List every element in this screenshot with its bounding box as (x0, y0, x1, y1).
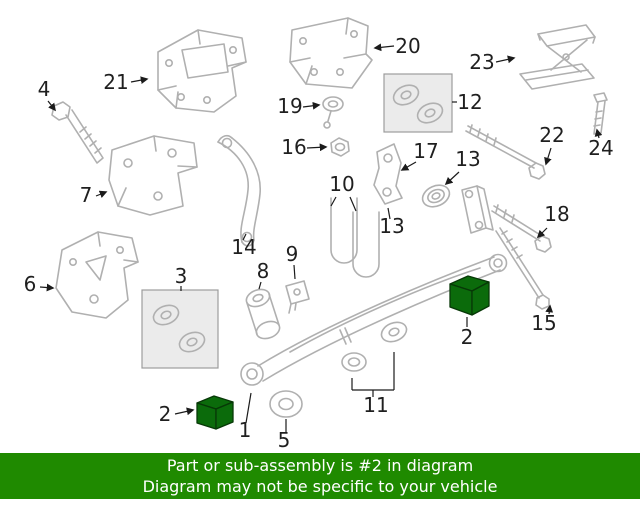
notice-line-2: Diagram may not be specific to your vehi… (142, 477, 498, 496)
callout-8: 8 (257, 259, 270, 283)
part-19-grommet (322, 96, 344, 129)
callout-19: 19 (277, 94, 302, 118)
callout-4: 4 (38, 77, 51, 101)
parts-diagram-figure: 21 4 20 23 19 12 16 7 17 13 13 22 24 18 … (24, 17, 614, 452)
callout-23: 23 (469, 50, 494, 74)
part-10-u-bolts (330, 197, 380, 278)
callout-2-left: 2 (159, 402, 172, 426)
callout-5: 5 (278, 428, 291, 452)
callout-20: 20 (395, 34, 420, 58)
part-16-nut (330, 137, 350, 157)
part-12-bushing-kit (383, 73, 453, 133)
callout-14: 14 (231, 235, 256, 259)
highlighted-part-2-left (196, 395, 234, 430)
callout-15: 15 (531, 311, 556, 335)
callout-13-a: 13 (455, 147, 480, 171)
part-3-bushing-kit (141, 289, 219, 369)
part-23-jack-bracket (519, 24, 596, 90)
callout-7: 7 (80, 183, 93, 207)
callout-1: 1 (239, 418, 252, 442)
callout-24: 24 (588, 136, 613, 160)
notice-line-1: Part or sub-assembly is #2 in diagram (166, 456, 474, 475)
notice-banner: Part or sub-assembly is #2 in diagram Di… (0, 453, 640, 499)
part-7-spring-bracket (108, 135, 198, 216)
callout-3: 3 (175, 264, 188, 288)
part-15-bolt (495, 227, 550, 310)
part-21-crossmember-bracket (157, 29, 247, 113)
part-18-bolt (491, 204, 552, 253)
callout-16: 16 (281, 135, 306, 159)
callout-10: 10 (329, 172, 354, 196)
part-20-mount-bracket (289, 17, 373, 89)
part-4-bolt (51, 101, 104, 164)
callout-22: 22 (539, 123, 564, 147)
callout-12: 12 (457, 90, 482, 114)
callout-6: 6 (24, 272, 37, 296)
callout-21: 21 (103, 70, 128, 94)
part-22-bolt (465, 124, 546, 180)
part-14-shackle (217, 134, 261, 247)
callout-2-right: 2 (461, 325, 474, 349)
part-9-clamp (285, 280, 310, 314)
highlighted-part-2-right (449, 275, 490, 316)
callout-17: 17 (413, 139, 438, 163)
part-13-bushing (421, 184, 451, 208)
part-6-bracket (55, 231, 139, 319)
part-5-bushing (269, 390, 303, 418)
callout-18: 18 (544, 202, 569, 226)
callout-13-b: 13 (379, 214, 404, 238)
part-11-spring-hardware (341, 321, 408, 372)
callout-11: 11 (363, 393, 388, 417)
part-8-spring-isolator (245, 288, 281, 340)
part-17-plate (373, 143, 403, 205)
part-13-shackle-plate (461, 185, 494, 234)
callout-leads (39, 43, 603, 433)
part-24-bolt (593, 92, 608, 135)
callout-9: 9 (286, 242, 299, 266)
